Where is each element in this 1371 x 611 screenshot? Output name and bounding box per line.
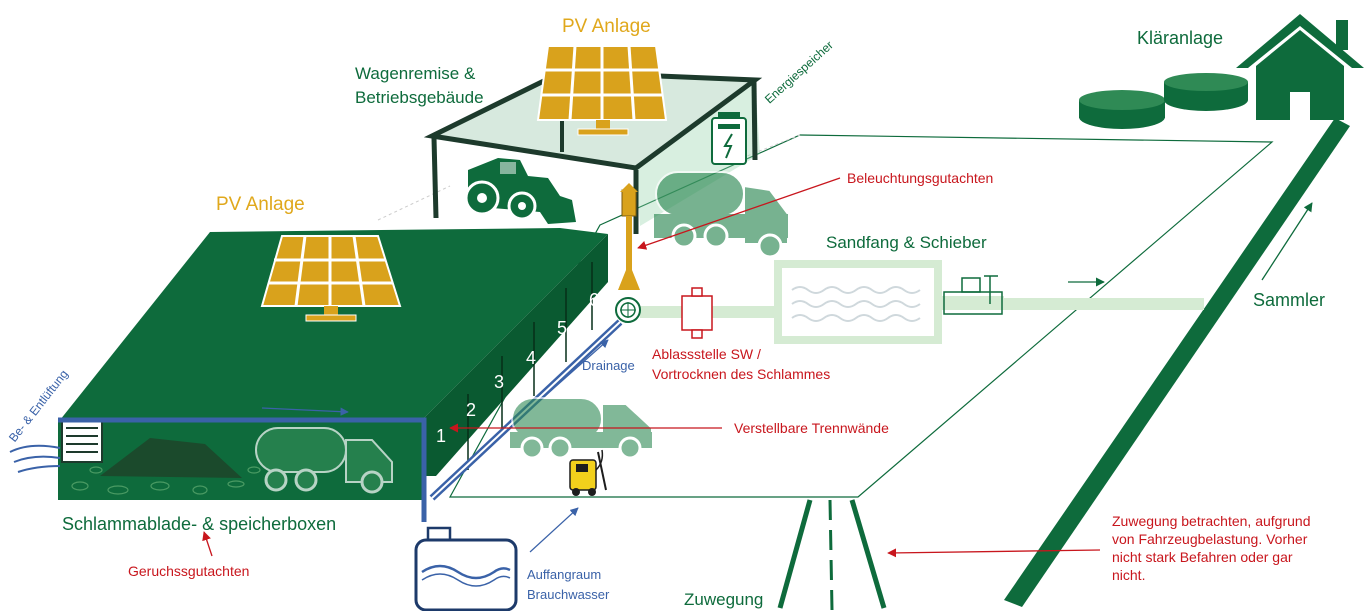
trennwaende-label: Verstellbare Trennwände	[734, 420, 889, 436]
pv-left-label: PV Anlage	[216, 194, 305, 215]
ablass-label-1: Ablassstelle SW /	[652, 346, 761, 362]
annotation-arrows	[202, 177, 1101, 558]
geruch-label: Geruchssgutachten	[128, 563, 250, 579]
zuweg-note-1: Zuwegung betrachten, aufgrund	[1112, 513, 1311, 529]
tanker-truck-apron-icon	[510, 397, 653, 460]
tanker-truck-icon	[654, 171, 789, 259]
sandtrap-icon	[774, 260, 942, 344]
zuwegung-label: Zuwegung	[684, 590, 764, 609]
pv-top-label: PV Anlage	[562, 16, 651, 37]
street-lamp-icon	[618, 183, 640, 290]
access-road	[777, 499, 887, 611]
zuweg-note-3: nicht stark Befahren oder gar	[1112, 549, 1293, 565]
valve-icon	[681, 287, 713, 339]
tanker-truck-inside-icon	[255, 427, 393, 494]
airflow-icon	[9, 444, 61, 473]
box-number-6: 6	[589, 290, 600, 310]
ablass-label-2: Vortrocknen des Schlammes	[652, 366, 831, 382]
auffang-label-1: Auffangraum	[527, 567, 602, 582]
sandfang-label: Sandfang & Schieber	[826, 233, 987, 252]
box-number-4: 4	[526, 348, 537, 368]
box-number-1: 1	[436, 426, 447, 446]
zuweg-note-4: nicht.	[1112, 567, 1146, 583]
drainage-label: Drainage	[582, 358, 635, 373]
wagenremise-label-2: Betriebsgebäude	[355, 88, 484, 107]
box-number-3: 3	[494, 372, 505, 392]
treatment-plant	[1079, 14, 1364, 129]
sammler-label: Sammler	[1253, 290, 1326, 310]
auffang-label-2: Brauchwasser	[527, 587, 610, 602]
box-number-2: 2	[466, 400, 477, 420]
sewer-pipe	[1004, 118, 1350, 607]
solar-panel-top-icon	[536, 45, 668, 136]
wagenremise-label-1: Wagenremise &	[355, 64, 476, 83]
ventilation-icon	[61, 419, 103, 463]
gate-valve-icon	[942, 275, 1004, 315]
pressure-washer-icon	[569, 449, 607, 496]
schlammboxen-label: Schlammablade- & speicherboxen	[62, 514, 337, 534]
outflow-pipe	[1004, 277, 1204, 310]
tractor-icon	[464, 158, 576, 224]
battery-storage-icon	[711, 112, 747, 165]
beleuchtung-label: Beleuchtungsgutachten	[847, 170, 994, 186]
solar-panel-left-icon	[260, 235, 402, 322]
box-number-5: 5	[557, 318, 568, 338]
klaeranlage-label: Kläranlage	[1137, 28, 1224, 48]
water-tank-icon	[414, 526, 518, 611]
zuweg-note-2: von Fahrzeugbelastung. Vorher	[1112, 531, 1308, 547]
house-icon	[1236, 14, 1364, 120]
